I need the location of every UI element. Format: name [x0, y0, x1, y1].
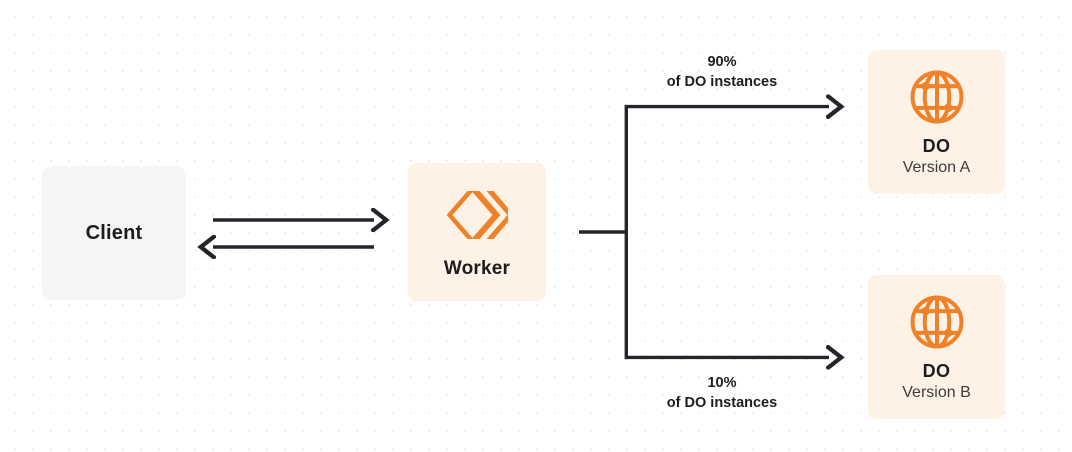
durable-object-a-version: Version A [902, 158, 971, 176]
worker-to-do-a-label-text: of DO instances [666, 74, 778, 90]
client-node-label: Client [85, 221, 143, 244]
durable-object-b-node: DO Version B [868, 275, 1005, 419]
worker-to-do-a-label: 90% of DO instances [612, 52, 832, 92]
worker-node: Worker [408, 163, 546, 301]
durable-object-b-version: Version B [902, 383, 971, 401]
globe-icon [908, 68, 966, 126]
worker-to-do-b-label: 10% of DO instances [612, 373, 832, 413]
worker-node-label: Worker [443, 258, 511, 279]
durable-object-b-label: DO [922, 360, 951, 381]
client-node: Client [42, 166, 186, 300]
globe-icon [908, 293, 966, 351]
worker-to-do-b-label-percent: 10% [707, 375, 737, 391]
worker-to-do-b-label-text: of DO instances [666, 395, 778, 411]
cloudflare-workers-icon [446, 184, 514, 246]
worker-to-do-a-label-percent: 90% [707, 54, 737, 70]
durable-object-a-node: DO Version A [868, 50, 1005, 194]
durable-object-a-label: DO [922, 135, 951, 156]
